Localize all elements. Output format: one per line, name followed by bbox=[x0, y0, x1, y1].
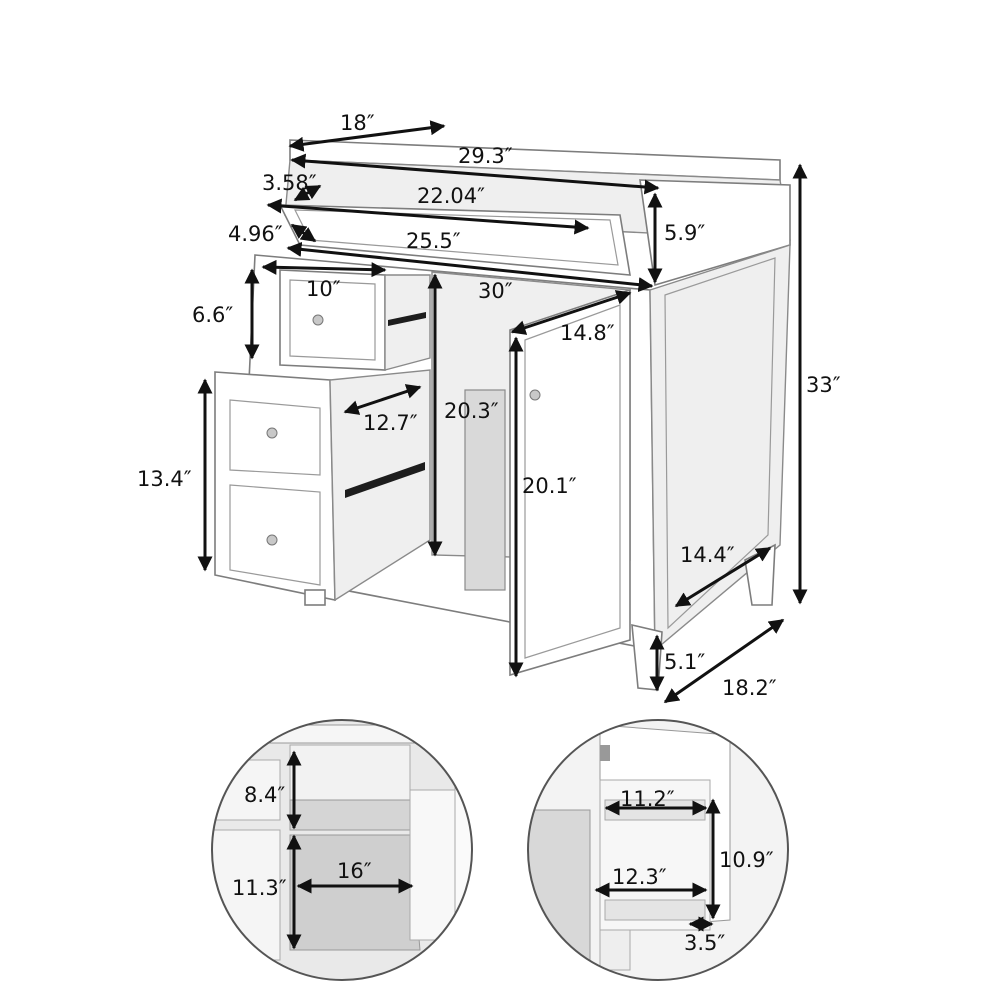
label-rack-height: 10.9″ bbox=[719, 848, 774, 872]
door-rack bbox=[464, 389, 506, 591]
knob-large-drawer-upper bbox=[266, 427, 278, 439]
label-side-depth: 14.4″ bbox=[680, 543, 735, 567]
dimension-labels: 18″ 29.3″ 3.58″ 22.04″ 4.96″ 25.5″ 5.9″ … bbox=[137, 111, 841, 700]
label-top-width: 29.3″ bbox=[458, 144, 513, 168]
label-top-depth: 18″ bbox=[340, 111, 375, 135]
label-lower-height: 11.3″ bbox=[232, 876, 287, 900]
detail-circle-right-border bbox=[527, 719, 789, 981]
detail-circle-left: 8.4″ 11.3″ 16″ bbox=[211, 719, 473, 981]
label-drawer-front-width: 25.5″ bbox=[406, 229, 461, 253]
label-total-depth: 18.2″ bbox=[722, 676, 777, 700]
leg-left bbox=[304, 589, 326, 606]
label-total-height: 33″ bbox=[806, 373, 841, 397]
label-rack-depth: 3.5″ bbox=[684, 931, 725, 955]
label-small-drawer-width: 10″ bbox=[306, 277, 341, 301]
knob-large-drawer-lower bbox=[266, 534, 278, 546]
label-large-drawer-height: 13.4″ bbox=[137, 467, 192, 491]
label-drawer-depth: 12.7″ bbox=[363, 411, 418, 435]
label-rack-width: 11.2″ bbox=[620, 787, 675, 811]
detail-circle-right: 11.2″ 12.3″ 10.9″ 3.5″ bbox=[527, 719, 789, 981]
label-cabinet-width: 30″ bbox=[478, 279, 513, 303]
label-drawer-front-height: 3.58″ bbox=[262, 171, 317, 195]
label-door-width: 14.8″ bbox=[560, 321, 615, 345]
label-door-height: 20.1″ bbox=[522, 474, 577, 498]
detail-circle-left-border bbox=[211, 719, 473, 981]
label-rack-inner-width: 12.3″ bbox=[612, 865, 667, 889]
label-interior-height: 20.3″ bbox=[444, 399, 499, 423]
label-drawer-front-side: 4.96″ bbox=[228, 222, 283, 246]
knob-small-drawer bbox=[312, 314, 324, 326]
label-sink-drawer-height: 5.9″ bbox=[664, 221, 705, 245]
label-leg-height: 5.1″ bbox=[664, 650, 705, 674]
dimension-lines bbox=[197, 120, 808, 704]
large-drawer-front bbox=[214, 371, 336, 601]
label-small-drawer-height: 6.6″ bbox=[192, 303, 233, 327]
label-shelf-width: 16″ bbox=[337, 859, 372, 883]
label-shelf-gap-height: 8.4″ bbox=[244, 783, 285, 807]
knob-door bbox=[529, 389, 541, 401]
label-drawer-inner-width: 22.04″ bbox=[417, 184, 485, 208]
